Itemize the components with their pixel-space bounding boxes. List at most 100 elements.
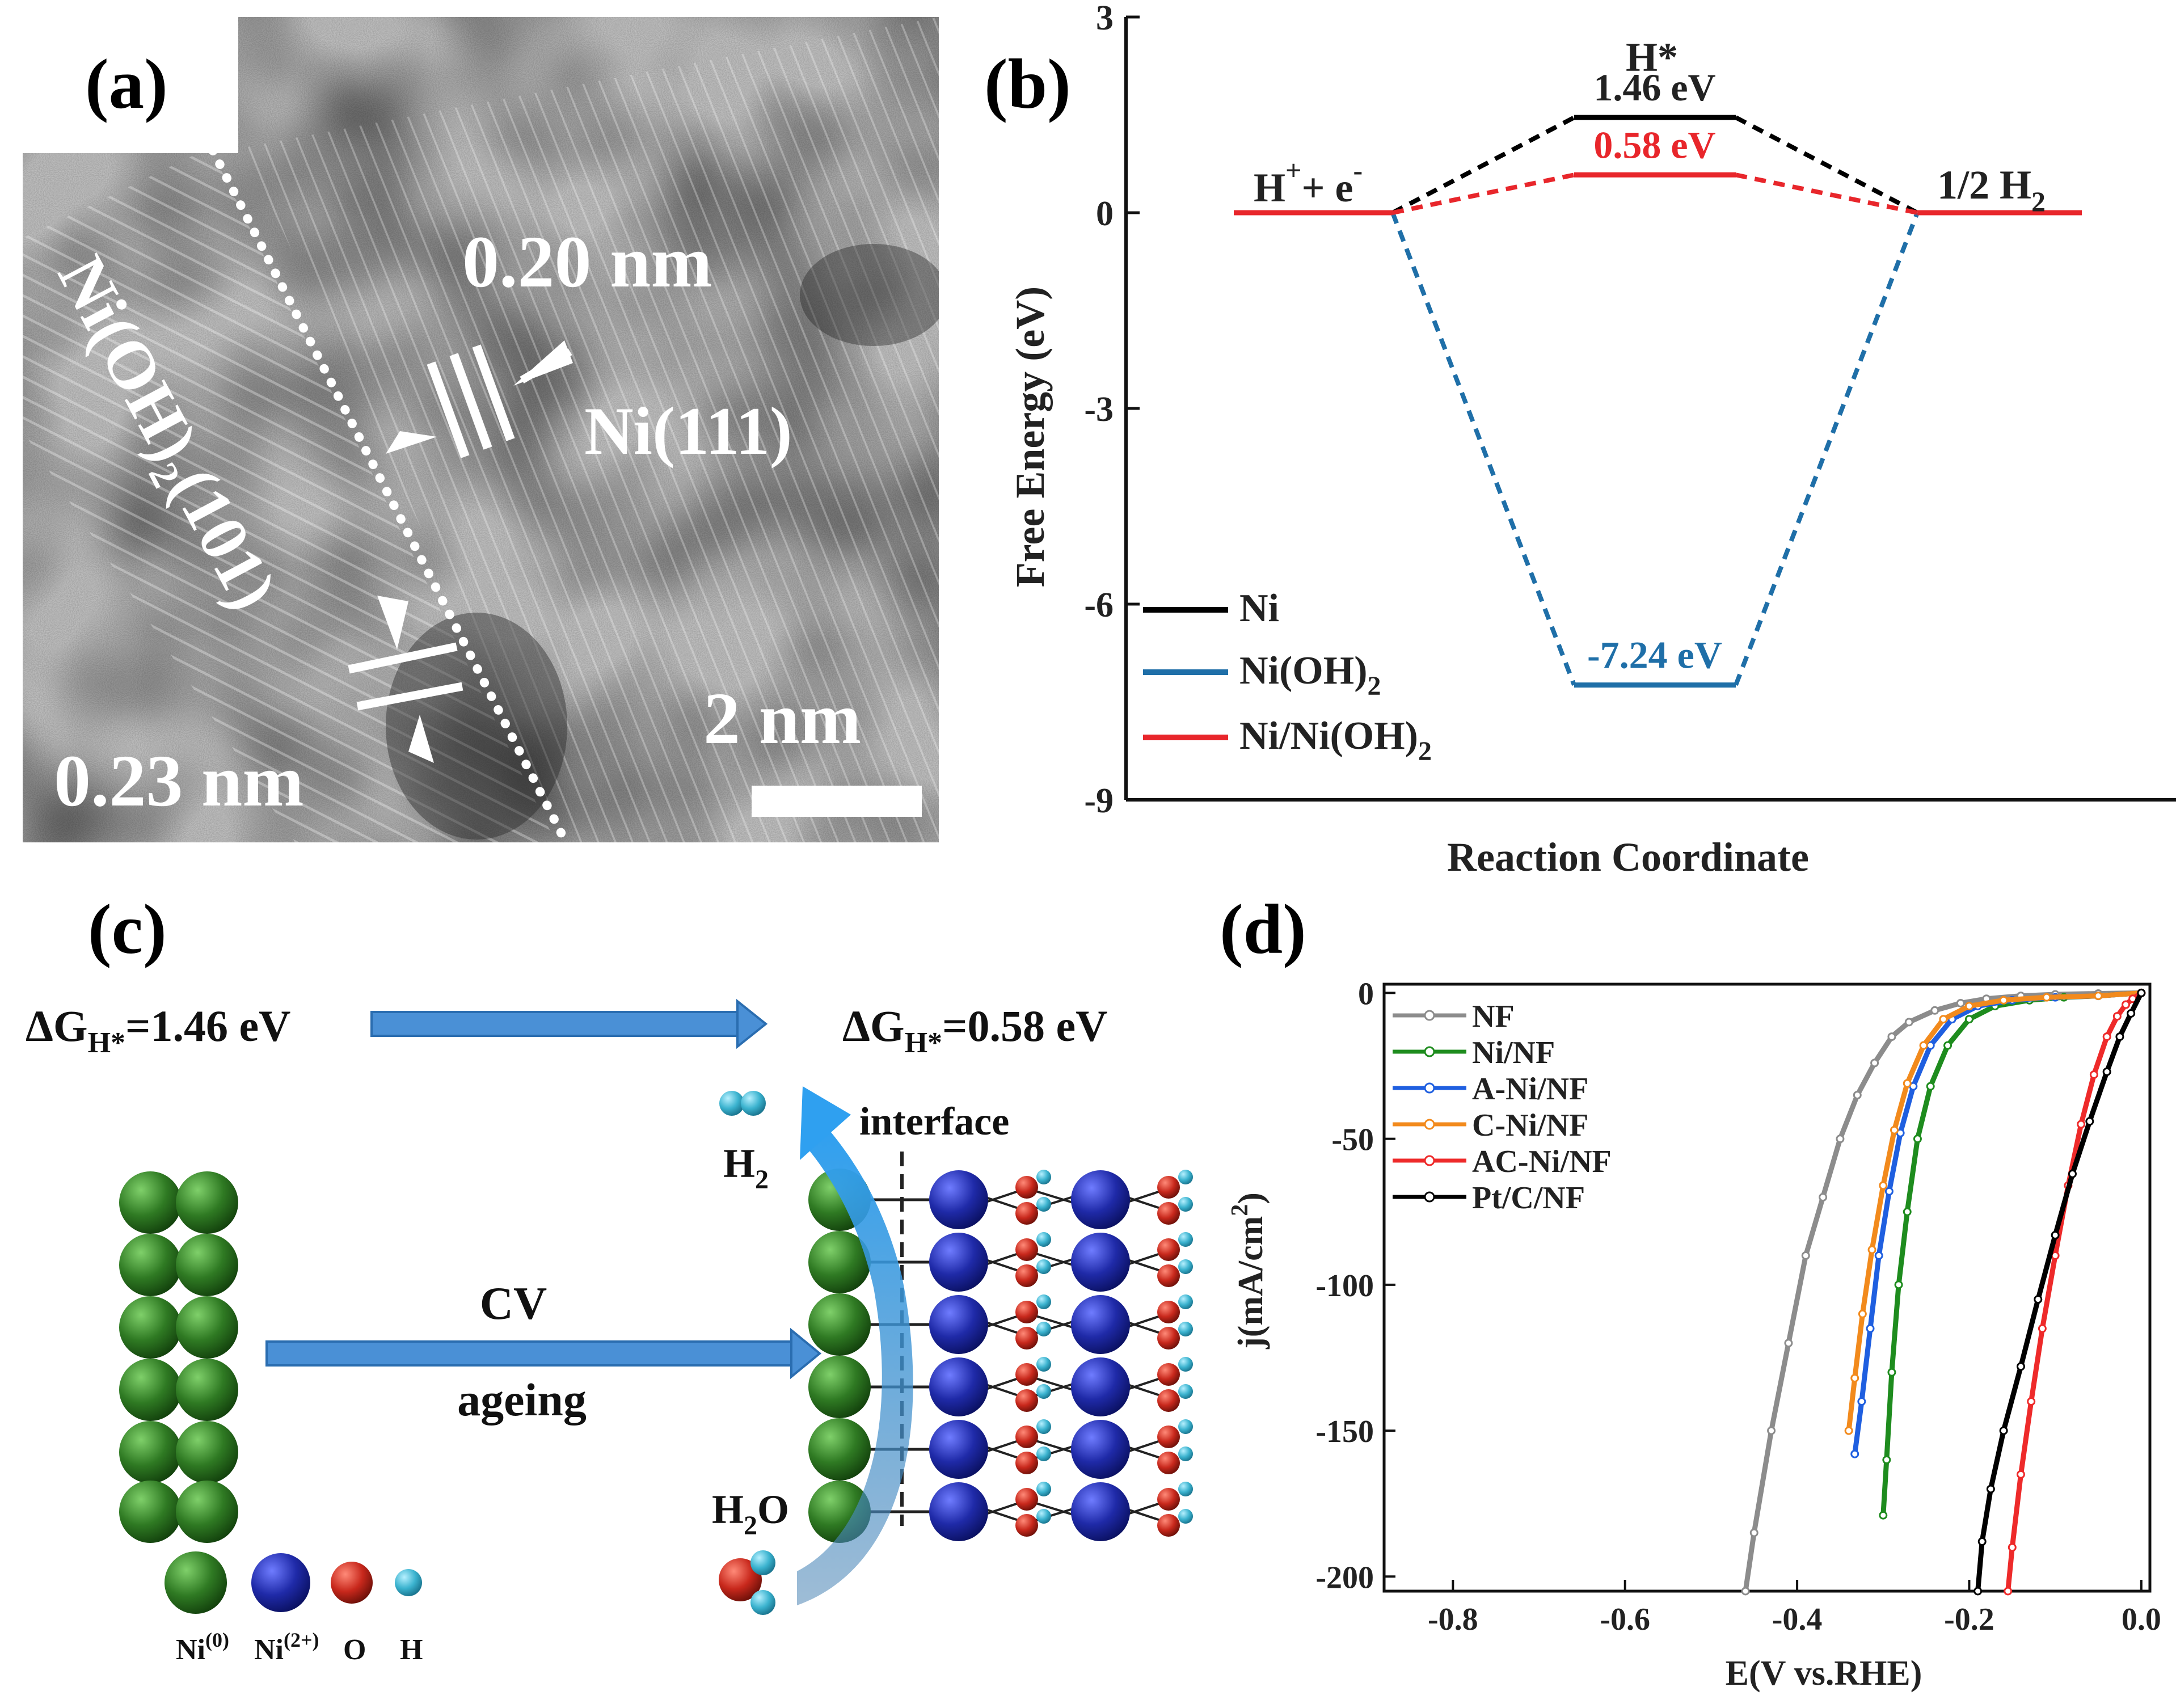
state-right-label: 1/2 H2 (1937, 162, 2046, 217)
b-legend-text-1: Ni(OH)2 (1239, 649, 1381, 701)
h-atom (1036, 1482, 1051, 1496)
panel-d-ylabel: j(mA/cm2) (1227, 1192, 1270, 1349)
h-atom (1036, 1357, 1051, 1372)
o-legend-text: O (343, 1634, 366, 1666)
d-point-3 (2094, 992, 2103, 1001)
h-atom (1036, 1170, 1051, 1184)
h2o-molecule-icon (719, 1550, 775, 1615)
d-point-0 (1819, 1193, 1828, 1202)
cv-text: CV (480, 1277, 547, 1329)
d-ytick-label: 0 (1358, 976, 1374, 1011)
d-point-3 (2042, 993, 2051, 1002)
o-atom (1015, 1176, 1038, 1199)
o-atom (1157, 1452, 1180, 1474)
b-connector-1 (1734, 212, 1920, 686)
d-legend-marker-1 (1424, 1046, 1435, 1057)
h-atom (1178, 1170, 1193, 1184)
d-series-line-0 (1743, 990, 2141, 1592)
ni2-atom (929, 1233, 988, 1292)
d-point-0 (1801, 1251, 1810, 1260)
d-point-0 (1784, 1339, 1793, 1348)
o-atom (1015, 1238, 1038, 1261)
d-point-2 (1850, 1449, 1859, 1458)
d-point-5 (2016, 1362, 2025, 1371)
h-atom (1036, 1294, 1051, 1309)
h-atom (1036, 1509, 1051, 1524)
h-atom (1178, 1259, 1193, 1274)
d-series-line-3 (1846, 990, 2142, 1431)
d-point-1 (1926, 1082, 1935, 1091)
b-legend-text-2: Ni/Ni(OH)2 (1239, 714, 1432, 766)
o-atom (1015, 1327, 1038, 1349)
h2-text: H2 (723, 1141, 769, 1195)
ni2-atom (1071, 1170, 1130, 1229)
panel-c-schematic: (c) ΔGH*=1.46 eV ΔGH*=0.58 eV CV ageing … (26, 891, 1193, 1666)
h-atom (1036, 1419, 1051, 1434)
ni0-atom (119, 1421, 182, 1483)
d-point-4 (2102, 1032, 2111, 1041)
o-atom (1015, 1452, 1038, 1474)
d-point-1 (1903, 1207, 1912, 1216)
d-point-3 (1850, 1373, 1859, 1382)
d-point-0 (1749, 1528, 1758, 1537)
d-legend-text-1: Ni/NF (1472, 1035, 1555, 1070)
d-point-2 (1874, 1251, 1883, 1260)
panel-b-ylabel: Free Energy (eV) (1007, 286, 1053, 587)
ni0-atom (176, 1296, 238, 1359)
d-point-4 (2038, 1324, 2047, 1333)
ni0-atom (119, 1234, 182, 1296)
panel-b-plot: 30-3-6-91.46 eV-7.24 eV0.58 eVNiNi(OH)2N… (1084, 0, 2176, 820)
o-legend-icon (331, 1562, 373, 1604)
ni0-atom (119, 1481, 182, 1543)
o-atom (1157, 1488, 1180, 1511)
d-point-1 (1943, 1041, 1953, 1050)
b-connector-0 (1735, 115, 1918, 215)
d-point-0 (1767, 1426, 1776, 1435)
panel-d-label: (d) (1220, 891, 1306, 969)
d-point-0 (1956, 998, 1965, 1007)
interface-text: interface (859, 1100, 1009, 1144)
h-atom (1178, 1482, 1193, 1496)
d-xtick-label: -0.2 (1944, 1602, 1994, 1637)
d-point-5 (2127, 1009, 2136, 1018)
d-point-4 (2089, 1070, 2098, 1079)
d-point-3 (1999, 996, 2008, 1005)
nioh2-spacing-marker (348, 596, 463, 763)
d-point-0 (1930, 1006, 1939, 1015)
d-point-1 (1882, 1456, 1891, 1465)
b-legend-text-0: Ni (1239, 587, 1279, 630)
h-atom (1036, 1384, 1051, 1399)
d-point-5 (2102, 1067, 2111, 1076)
d-point-5 (2115, 1032, 2124, 1041)
interface-ni0-atom (808, 1231, 871, 1293)
panel-d-xlabel: E(V vs.RHE) (1726, 1654, 1922, 1693)
d-point-3 (1890, 1125, 1899, 1135)
d-point-0 (1887, 1032, 1896, 1041)
panel-b-label: (b) (984, 45, 1071, 124)
h-legend-icon (395, 1569, 422, 1596)
h-atom (1178, 1384, 1193, 1399)
panel-a-tem-image: (a) 0.20 nm Ni(111) Ni(OH)₂(101) 0.23 nm… (23, 17, 939, 842)
d-point-3 (1858, 1309, 1867, 1318)
d-point-3 (1879, 1181, 1888, 1190)
ni-spacing-text: 0.20 nm (462, 221, 712, 303)
scalebar (752, 786, 922, 817)
ni0-atom (119, 1296, 182, 1359)
d-point-4 (2077, 1120, 2086, 1129)
ni111-plane-text: Ni(111) (584, 393, 792, 469)
o-atom (1015, 1488, 1038, 1511)
o-atom (1157, 1389, 1180, 1412)
ni0-atom (176, 1481, 238, 1543)
o-atom (1015, 1363, 1038, 1386)
d-point-3 (1867, 1245, 1876, 1254)
b-annotation-2: 0.58 eV (1593, 123, 1715, 166)
d-point-3 (1844, 1426, 1853, 1435)
d-ytick-label: -150 (1315, 1414, 1374, 1449)
d-xtick-label: -0.4 (1772, 1602, 1823, 1637)
ni2-atom (929, 1482, 988, 1541)
panel-a-label: (a) (85, 45, 168, 124)
d-point-5 (2051, 1230, 2060, 1239)
h-atom (1036, 1446, 1051, 1461)
